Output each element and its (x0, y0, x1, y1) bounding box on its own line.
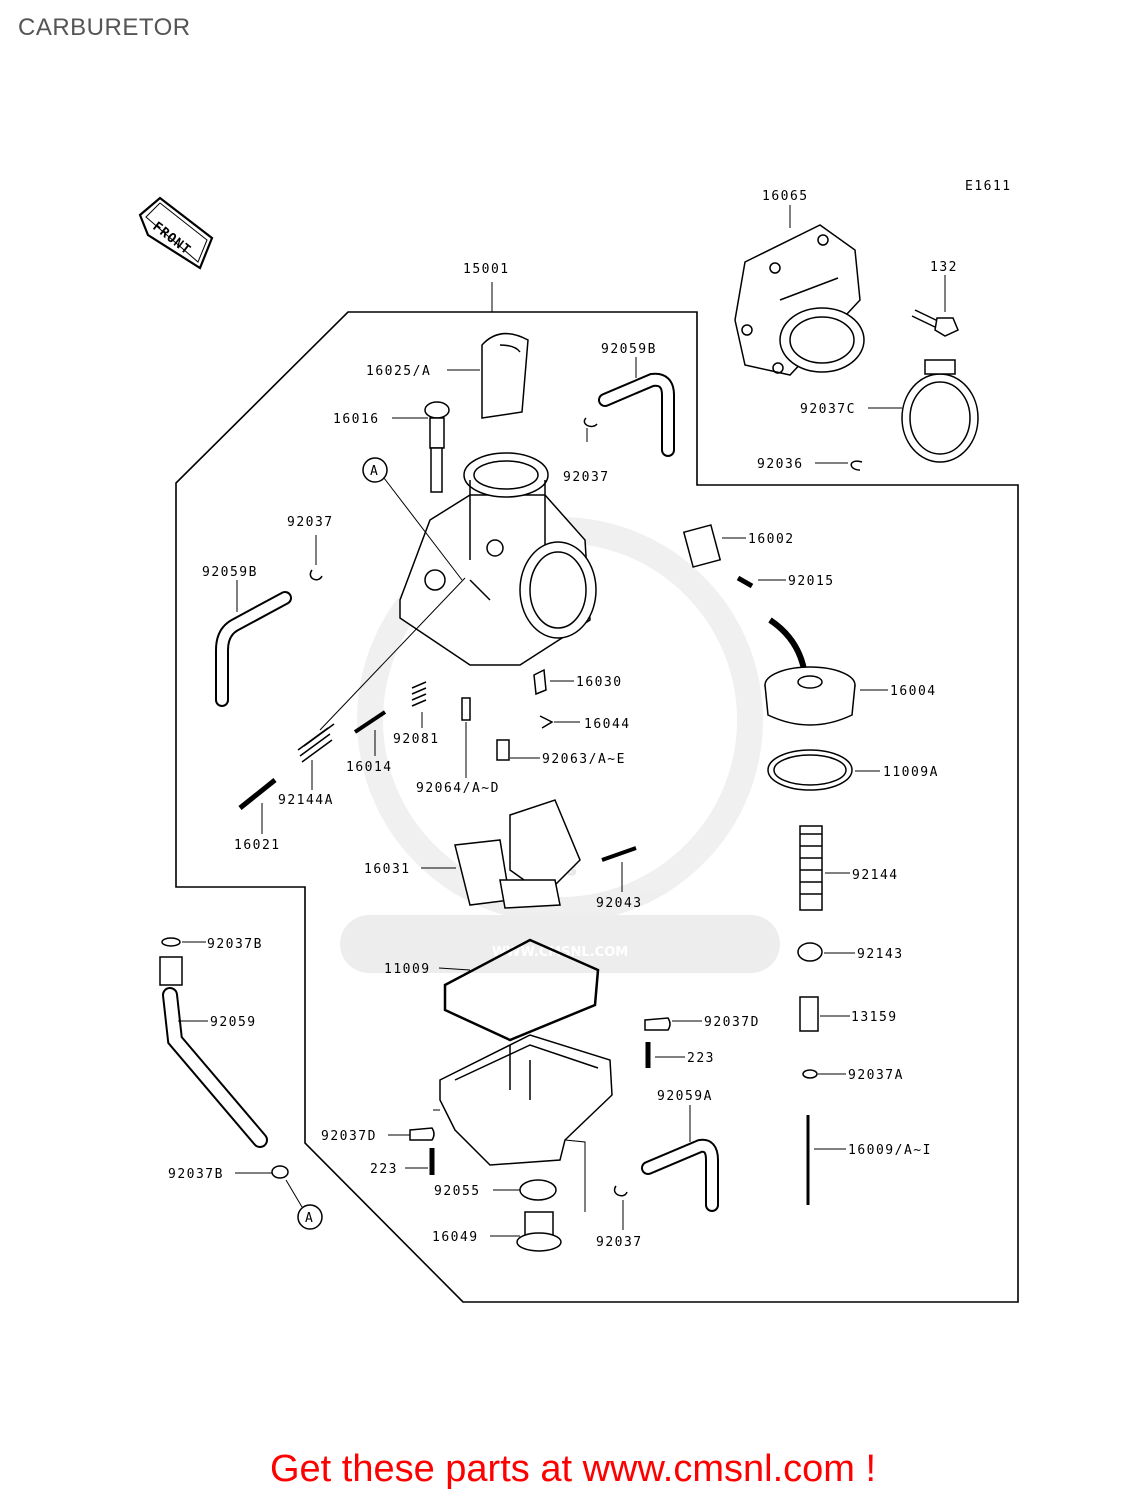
callout-a-lower-circle (297, 1204, 323, 1230)
callout-a-upper: A (370, 464, 379, 479)
float-bowl-shape (439, 1034, 613, 1166)
clamp-92037d-left-shape (409, 1127, 435, 1141)
part-label-13159: 13159 (851, 1010, 898, 1025)
ring-92037a-shape (802, 1069, 818, 1079)
part-label-92037d-left: 92037D (321, 1129, 377, 1144)
circlip-92036-shape (850, 460, 863, 471)
clip-16044-shape (539, 715, 554, 729)
part-label-92081: 92081 (393, 732, 440, 747)
callout-a-lower: A (305, 1211, 314, 1226)
page-title: CARBURETOR (18, 14, 191, 41)
part-label-92037d-right: 92037D (704, 1015, 760, 1030)
footer-link[interactable]: Get these parts at www.cmsnl.com ! (269, 1448, 877, 1490)
clip-92037b-bottom-shape (271, 1165, 289, 1179)
part-label-16002: 16002 (748, 532, 795, 547)
part-label-92037-bottom: 92037 (596, 1235, 643, 1250)
part-label-16004: 16004 (890, 684, 937, 699)
part-label-92144: 92144 (852, 868, 899, 883)
part-label-92037c: 92037C (800, 402, 856, 417)
part-label-92037a: 92037A (848, 1068, 904, 1083)
part-label-16030: 16030 (576, 675, 623, 690)
part-label-16065: 16065 (762, 189, 809, 204)
part-label-92036: 92036 (757, 457, 804, 472)
clamp-92037d-right-shape (644, 1017, 671, 1031)
leader-lines (178, 205, 946, 1237)
screw-16014-shape (353, 710, 387, 734)
callout-a-upper-circle (362, 457, 388, 483)
part-label-92043: 92043 (596, 896, 643, 911)
vent-hose-92059a-shape (641, 1138, 719, 1212)
screw-16021-shape (238, 778, 277, 810)
spring-92081-shape (411, 681, 427, 707)
part-label-92059b-left: 92059B (202, 565, 258, 580)
intake-manifold-shape (734, 224, 865, 376)
nut-92143-shape (797, 942, 823, 962)
carburetor-body-shape (399, 452, 597, 666)
diagram-code: E1611 (965, 179, 1012, 194)
vent-hose-92059b-top-shape (583, 372, 675, 457)
jet-92063-shape (496, 739, 510, 761)
drain-plug-16049-shape (516, 1211, 562, 1252)
part-label-92059a: 92059A (657, 1089, 713, 1104)
part-label-11009a: 11009A (883, 765, 939, 780)
idle-screw-16016-shape (424, 401, 450, 493)
pin-92043-shape (601, 846, 637, 862)
bolt-132-shape (911, 309, 959, 337)
part-label-92143: 92143 (857, 947, 904, 962)
part-label-92064: 92064/A~D (416, 781, 500, 796)
part-label-132: 132 (930, 260, 958, 275)
hose-clamp-92037c-shape (901, 359, 979, 463)
cap-16002-shape (682, 524, 722, 568)
o-ring-92055-shape (519, 1179, 557, 1201)
washer-92015-shape (736, 575, 754, 589)
part-label-16009: 16009/A~I (848, 1143, 932, 1158)
o-ring-11009a-shape (767, 749, 853, 791)
holder-13159-shape (799, 996, 819, 1032)
part-label-16031: 16031 (364, 862, 411, 877)
part-label-16049: 16049 (432, 1230, 479, 1245)
part-label-92063: 92063/A~E (542, 752, 626, 767)
part-label-92144a: 92144A (278, 793, 334, 808)
jet-92064-shape (461, 697, 471, 721)
part-label-92055: 92055 (434, 1184, 481, 1199)
part-label-16025a: 16025/A (366, 364, 431, 379)
part-label-92037-top: 92037 (563, 470, 610, 485)
front-arrow-icon: FRONT (138, 196, 214, 270)
part-label-16016: 16016 (333, 412, 380, 427)
part-label-223-right: 223 (687, 1051, 715, 1066)
assembly-outline (175, 311, 1019, 1303)
part-label-16044: 16044 (584, 717, 631, 732)
throttle-slide-16025-shape (481, 332, 529, 419)
spring-92144-shape (799, 825, 823, 911)
clip-92037-bottom-shape (613, 1185, 628, 1197)
part-label-16021: 16021 (234, 838, 281, 853)
part-labels: 16065 132 15001 92059B 16025/A 16016 920… (168, 189, 958, 1250)
part-label-16014: 16014 (346, 760, 393, 775)
jet-16030-shape (533, 668, 547, 696)
top-cap-16004-shape (764, 617, 856, 726)
vent-hose-92059b-left-shape (215, 591, 292, 707)
float-16031-shape (454, 799, 581, 909)
part-label-92037b-bottom: 92037B (168, 1167, 224, 1182)
part-label-92037b-top: 92037B (207, 937, 263, 952)
gasket-11009-shape (443, 938, 600, 1042)
part-label-223-left: 223 (370, 1162, 398, 1177)
clip-92037-left-shape (309, 569, 323, 581)
part-label-92015: 92015 (788, 574, 835, 589)
part-label-92037-left: 92037 (287, 515, 334, 530)
part-label-92059b-top: 92059B (601, 342, 657, 357)
overflow-hose-92059-shape (159, 937, 268, 1148)
part-label-11009: 11009 (384, 962, 431, 977)
part-label-92059: 92059 (210, 1015, 257, 1030)
spring-92144a-shape (297, 723, 335, 763)
part-label-15001: 15001 (463, 262, 510, 277)
